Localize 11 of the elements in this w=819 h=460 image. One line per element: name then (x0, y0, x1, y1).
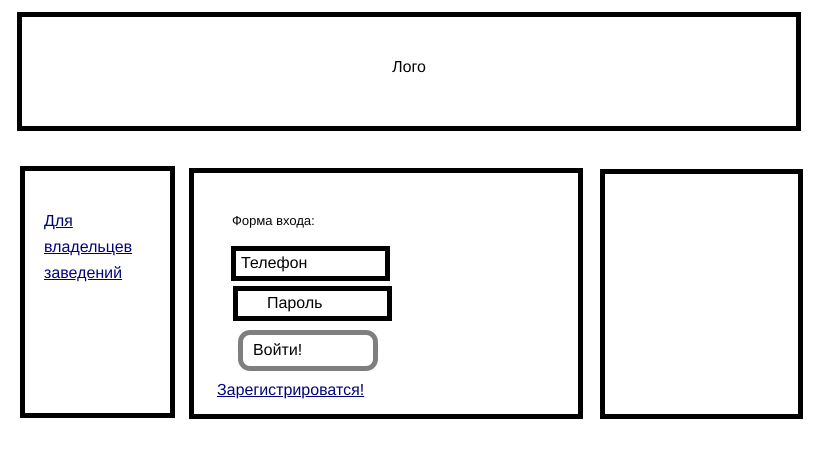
login-panel (189, 168, 583, 419)
login-button: Войти! (238, 330, 378, 371)
phone-input-field: Телефон (231, 246, 390, 281)
sidebar-panel (20, 166, 175, 418)
register-link: Зарегистрироватся! (217, 381, 364, 401)
links-panel (600, 169, 803, 419)
header-placeholder-text: Лого (392, 58, 426, 78)
header-box (17, 12, 801, 131)
form-heading: Форма входа: (232, 212, 315, 230)
owners-link: Для владельцев заведений (44, 212, 134, 284)
password-input-field: Пароль (233, 286, 392, 321)
